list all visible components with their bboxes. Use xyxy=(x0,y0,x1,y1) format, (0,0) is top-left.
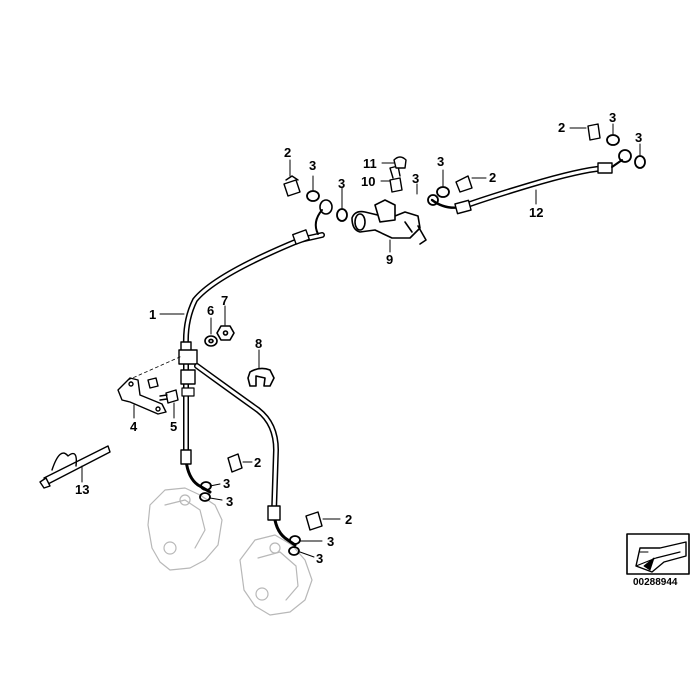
reference-number: 00288944 xyxy=(633,577,678,588)
brake-line-12 xyxy=(430,159,623,215)
bleeder-valve-10 xyxy=(389,165,403,193)
distribution-block xyxy=(178,349,198,397)
reference-box xyxy=(626,533,690,575)
view-direction-arrow-icon xyxy=(635,541,687,573)
callout-8: 8 xyxy=(255,336,262,351)
callout-2-top-middle: 2 xyxy=(489,170,496,185)
right-brake-caliper xyxy=(239,534,313,616)
callout-3-c: 3 xyxy=(437,154,444,169)
cable-tie-13 xyxy=(39,445,111,489)
callout-3-g: 3 xyxy=(223,476,230,491)
t-fitting-9 xyxy=(351,199,427,245)
callout-3-h: 3 xyxy=(226,494,233,509)
callout-6: 6 xyxy=(207,303,214,318)
callout-2-left-caliper: 2 xyxy=(254,455,261,470)
leader-lines xyxy=(81,123,641,558)
washer-6 xyxy=(204,335,218,347)
nut-7 xyxy=(216,325,235,341)
callout-9: 9 xyxy=(386,252,393,267)
callout-3-i: 3 xyxy=(327,534,334,549)
callout-7: 7 xyxy=(221,293,228,308)
callout-2-right-caliper: 2 xyxy=(345,512,352,527)
bracket-4 xyxy=(117,355,183,415)
callout-11: 11 xyxy=(363,156,377,171)
callout-5: 5 xyxy=(170,419,177,434)
brake-line-branch xyxy=(194,363,297,547)
callout-1: 1 xyxy=(149,307,156,322)
callout-3-a: 3 xyxy=(309,158,316,173)
callout-3-d: 3 xyxy=(412,171,419,186)
callout-4: 4 xyxy=(130,419,138,434)
brake-line-1 xyxy=(180,199,333,494)
clip-8 xyxy=(247,367,275,387)
callout-3-e: 3 xyxy=(609,110,616,125)
dust-cap-11 xyxy=(393,156,407,169)
banjo-bolt-2 xyxy=(227,123,601,531)
sealing-ring-3 xyxy=(199,134,646,556)
callout-12: 12 xyxy=(529,205,543,220)
left-brake-caliper xyxy=(147,487,223,571)
callout-labels: 1 2 2 2 2 2 3 3 3 3 3 3 3 3 3 3 4 5 6 7 … xyxy=(75,110,678,588)
callout-3-b: 3 xyxy=(338,176,345,191)
screw-5 xyxy=(147,377,179,404)
callout-10: 10 xyxy=(361,174,375,189)
callout-3-f: 3 xyxy=(635,130,642,145)
callout-13: 13 xyxy=(75,482,89,497)
callout-3-j: 3 xyxy=(316,551,323,566)
callout-2-top-right: 2 xyxy=(558,120,565,135)
callout-2-top-left: 2 xyxy=(284,145,291,160)
